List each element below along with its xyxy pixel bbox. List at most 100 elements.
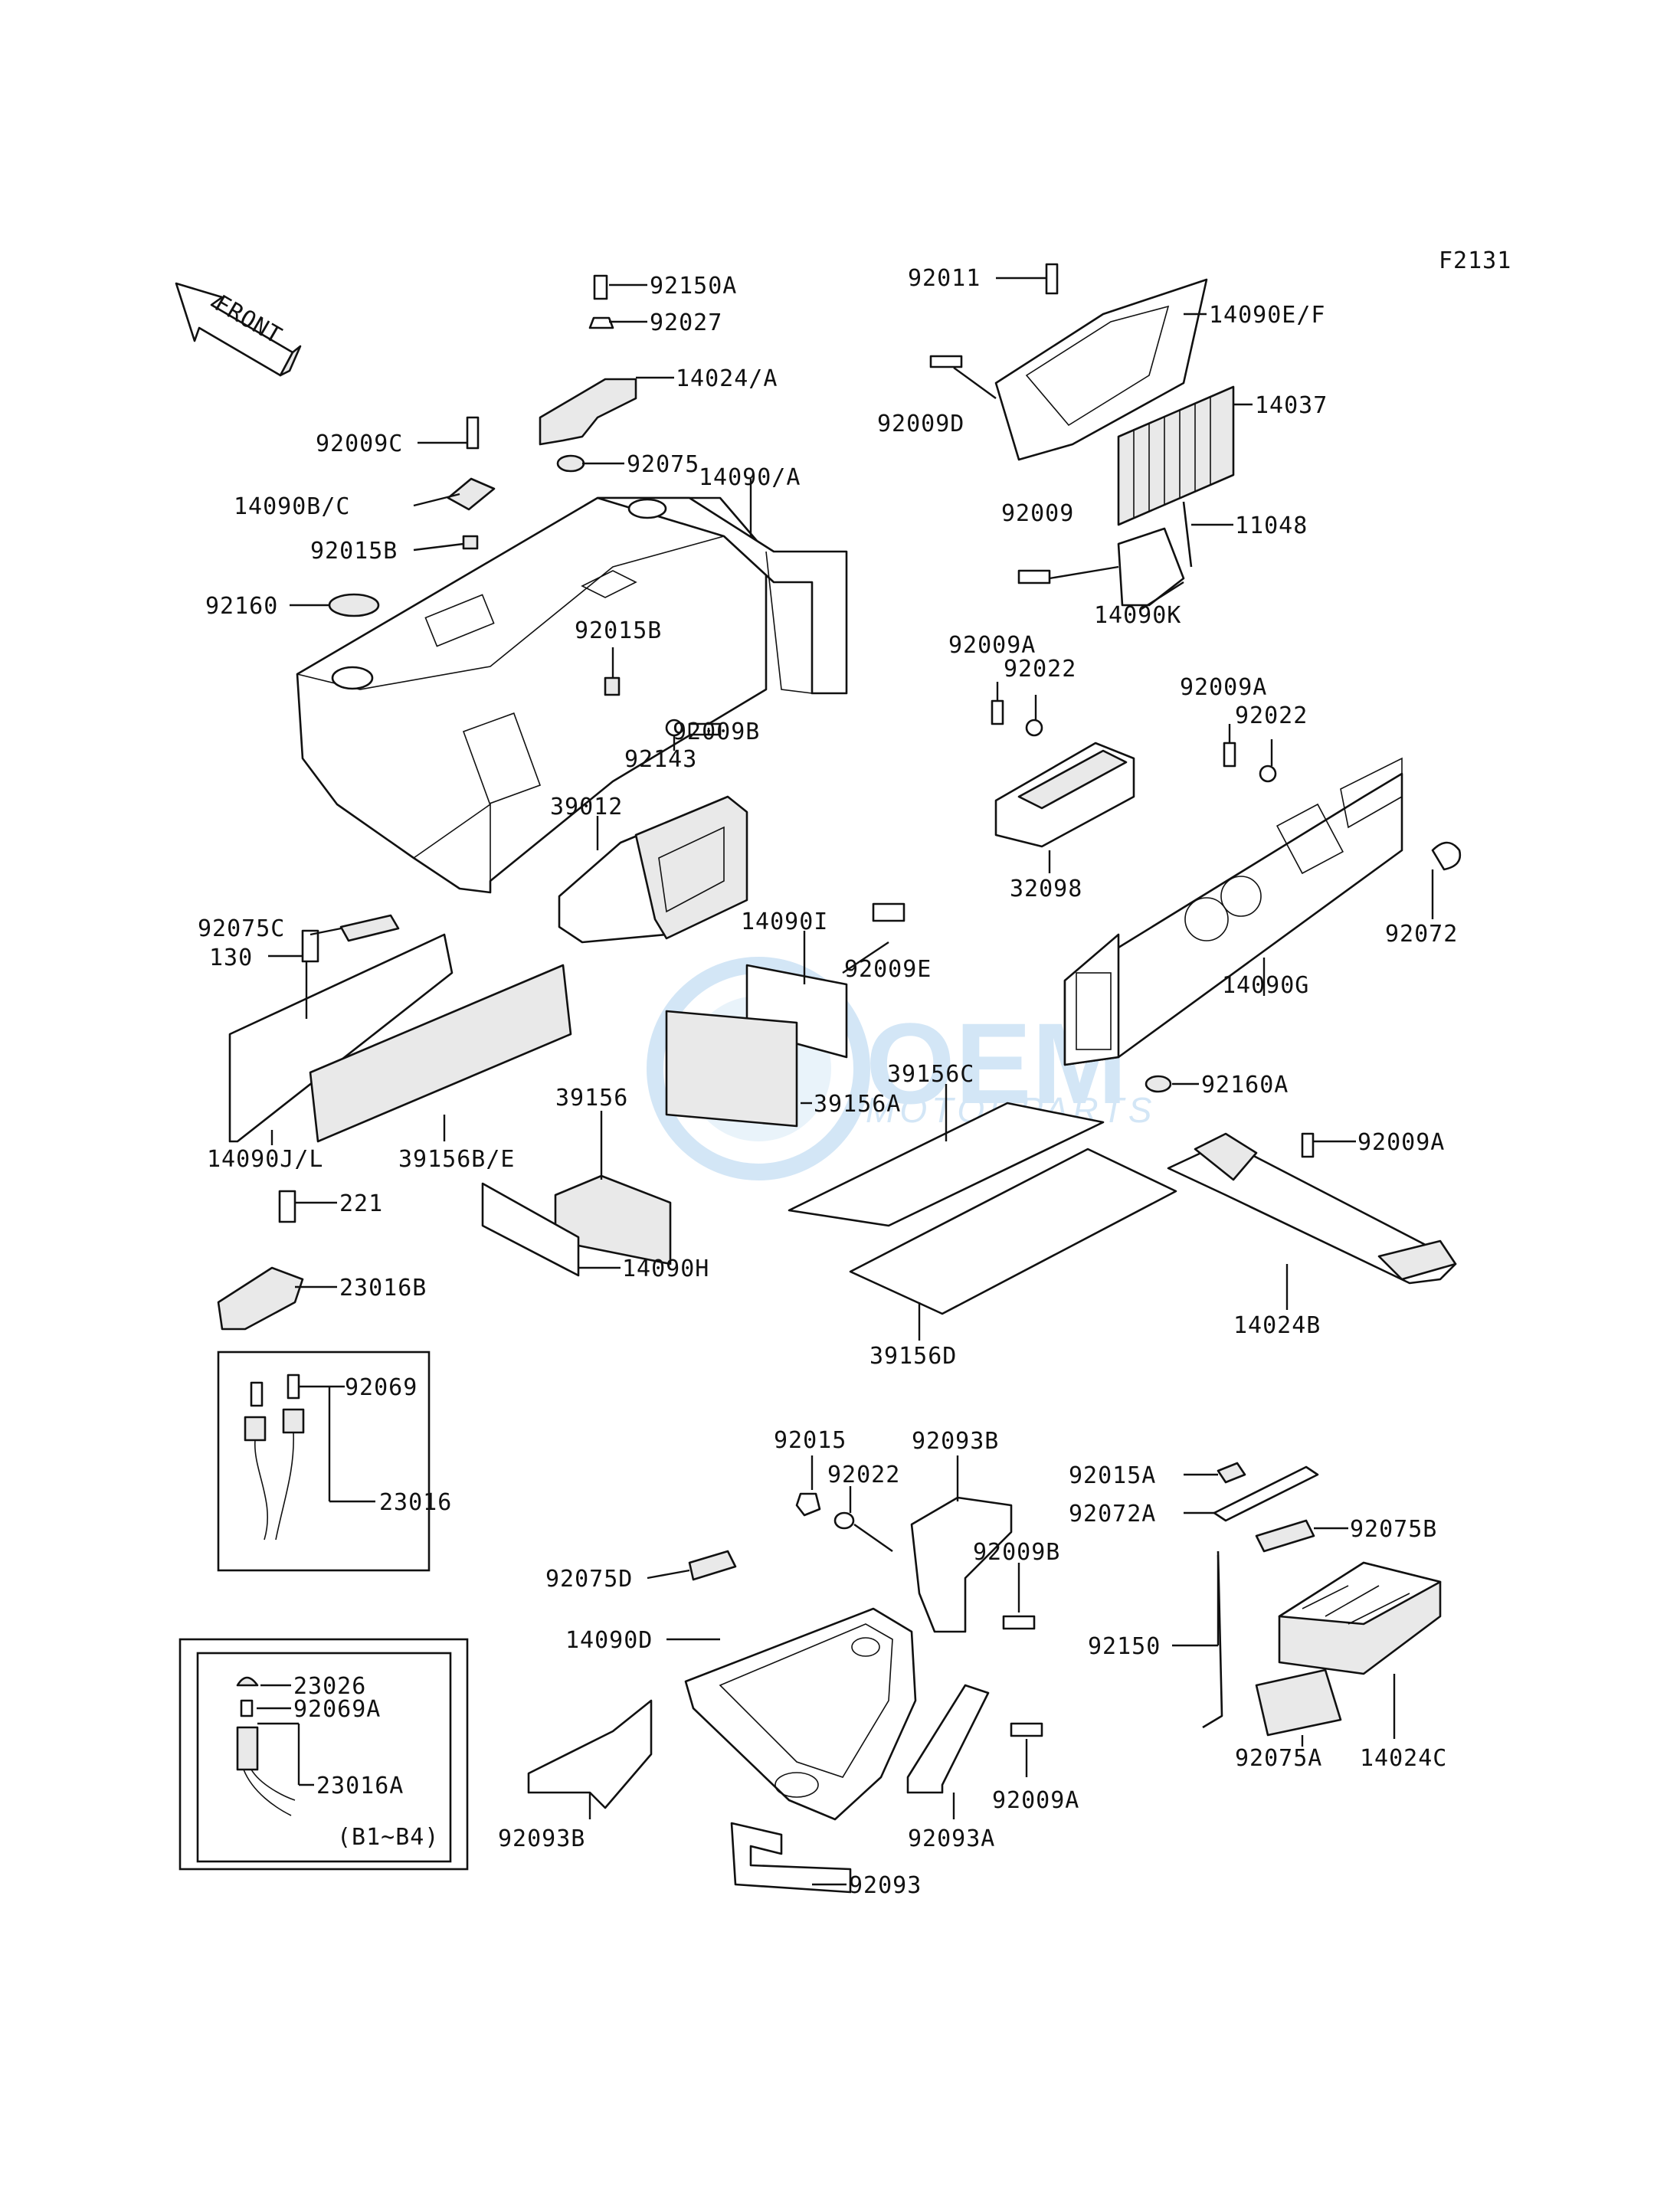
front-arrow-icon: FRONT <box>175 282 302 377</box>
label-39012: 39012 <box>550 794 623 820</box>
rod-92150-shape <box>1202 1550 1223 1729</box>
label-39156c: 39156C <box>887 1061 974 1088</box>
bracket-14024a-shape <box>539 378 637 446</box>
label-92009a-2: 92009A <box>1180 674 1267 701</box>
label-92150a: 92150A <box>650 273 737 300</box>
label-92009d: 92009D <box>877 411 964 437</box>
label-92160: 92160 <box>205 593 278 620</box>
nut-92015-shape <box>795 1492 821 1517</box>
part-illustrations <box>178 263 1462 1894</box>
label-14037: 14037 <box>1255 392 1328 419</box>
cap-92027-shape <box>588 316 614 329</box>
bolt-92009d-shape <box>929 355 963 368</box>
fender-main-shape <box>296 496 848 894</box>
label-14090bc: 14090B/C <box>234 493 351 520</box>
nut-92015a-shape <box>1217 1462 1246 1484</box>
bracket-92093a-shape <box>906 1684 990 1794</box>
callout-labels: 92150A 92027 14024/A 92075 92009C 14090B… <box>198 265 1457 1899</box>
label-92009a-4: 92009A <box>992 1787 1079 1814</box>
bolt-92009a-2-shape <box>1223 742 1236 768</box>
pad-92075c-shape <box>339 914 400 942</box>
label-92150: 92150 <box>1088 1633 1161 1660</box>
outer-box-23016a <box>178 1638 469 1871</box>
panel-14090g-shape <box>1063 757 1403 1066</box>
rod-11048-shape <box>1182 501 1193 568</box>
label-130: 130 <box>209 945 253 971</box>
label-92069a: 92069A <box>293 1696 381 1723</box>
label-92075d: 92075D <box>545 1566 633 1593</box>
bracket-92093-shape <box>730 1822 852 1894</box>
harness-23016-shape <box>244 1374 305 1541</box>
bolt-92009b-2-shape <box>1002 1615 1036 1630</box>
label-92009e: 92009E <box>844 956 932 983</box>
label-92022-2: 92022 <box>1235 702 1308 729</box>
label-92022: 92022 <box>1004 656 1076 683</box>
label-92027: 92027 <box>650 309 722 336</box>
bolt-92009c-shape <box>466 416 480 450</box>
switch-23016b-shape <box>217 1266 304 1331</box>
label-14090h: 14090H <box>622 1256 709 1282</box>
pad-92075b-shape <box>1255 1519 1315 1553</box>
label-92093a: 92093A <box>908 1825 995 1852</box>
washer-92022-2-shape <box>1259 765 1277 783</box>
label-14024b: 14024B <box>1233 1312 1321 1339</box>
plate-14090h-shape <box>481 1182 580 1277</box>
plate-14090k-shape <box>1117 527 1185 607</box>
label-92075: 92075 <box>627 451 699 478</box>
label-92093b-2: 92093B <box>498 1825 585 1852</box>
label-92022-3: 92022 <box>827 1462 900 1488</box>
mat-39156d-shape <box>849 1148 1177 1315</box>
label-92093: 92093 <box>849 1872 922 1899</box>
foam-39156a-shape <box>665 1010 798 1128</box>
radiator-14037-shape <box>1117 385 1235 526</box>
duct-39012-shape <box>558 795 748 944</box>
bracket-92093b-2-shape <box>527 1699 653 1809</box>
washer-92022-3-shape <box>833 1511 855 1530</box>
label-92009a-3: 92009A <box>1357 1129 1445 1156</box>
label-14090a: 14090/A <box>699 464 801 491</box>
label-92075a: 92075A <box>1235 1745 1322 1772</box>
grommet-92160-shape <box>328 593 380 617</box>
bolt-92009b-shape <box>688 722 722 736</box>
label-39156d: 39156D <box>869 1343 957 1370</box>
label-39156: 39156 <box>555 1085 628 1112</box>
label-23016b: 23016B <box>339 1275 427 1302</box>
bolt-92009a-1-shape <box>991 699 1004 725</box>
label-23016: 23016 <box>379 1489 452 1516</box>
washer-92022-1-shape <box>1025 719 1043 737</box>
bolt-130-shape <box>301 929 319 963</box>
label-92069: 92069 <box>345 1374 418 1401</box>
label-23016a: 23016A <box>316 1773 404 1799</box>
label-92143: 92143 <box>624 746 697 773</box>
label-14090k: 14090K <box>1094 602 1181 629</box>
bolt-92150a-shape <box>593 274 608 300</box>
pad-92075a-shape <box>1255 1668 1342 1737</box>
label-14090i: 14090I <box>741 909 828 935</box>
mat-39156c-shape <box>788 1102 1105 1227</box>
variant-note: (B1~B4) <box>337 1824 439 1851</box>
label-92009c: 92009C <box>316 431 403 457</box>
pad-92075d-shape <box>688 1550 737 1581</box>
foam-39156be-shape <box>309 964 572 1143</box>
label-32098: 32098 <box>1010 876 1082 902</box>
label-14090d: 14090D <box>565 1627 653 1654</box>
label-221: 221 <box>339 1190 383 1217</box>
figure-code: F2131 <box>1439 247 1511 274</box>
bolt-92011-shape <box>1045 263 1059 295</box>
inset-box-23016 <box>217 1351 431 1572</box>
label-39156be: 39156B/E <box>398 1146 516 1173</box>
label-92011: 92011 <box>908 265 981 292</box>
tray-14090d-shape <box>684 1607 917 1821</box>
box-14024c-shape <box>1278 1561 1442 1675</box>
cover-14090ef-shape <box>994 278 1208 461</box>
clip-92015b-2-shape <box>604 676 621 696</box>
label-23026: 23026 <box>293 1673 366 1700</box>
label-92015a: 92015A <box>1069 1462 1156 1489</box>
bolt-92009a-3-shape <box>1301 1132 1315 1158</box>
label-92015b-2: 92015B <box>575 617 662 644</box>
label-92160a: 92160A <box>1201 1072 1289 1098</box>
label-14024c: 14024C <box>1360 1745 1447 1772</box>
label-14090jl: 14090J/L <box>207 1146 324 1173</box>
bracket-14024b-shape <box>1167 1132 1457 1285</box>
